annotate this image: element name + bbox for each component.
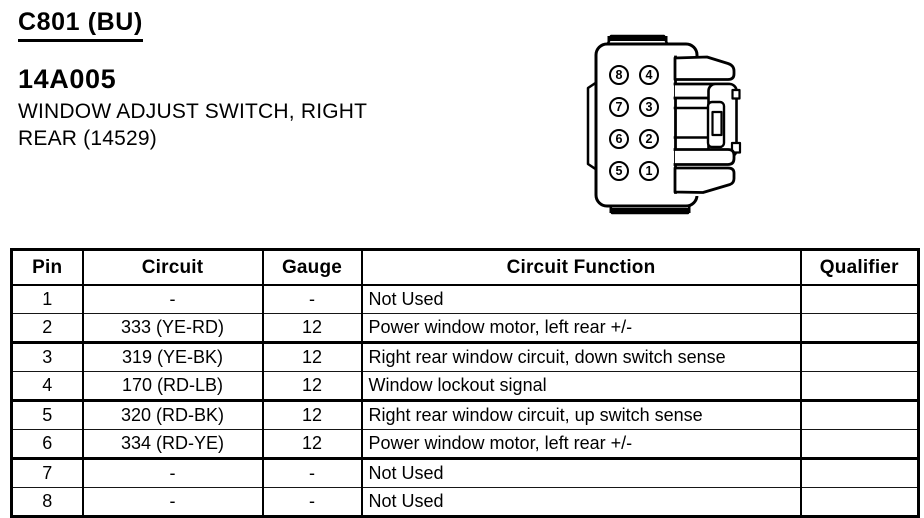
cell-circuit: 333 (YE-RD) bbox=[81, 313, 264, 344]
cell-pin: 8 bbox=[10, 487, 84, 517]
cell-qualifier bbox=[799, 487, 920, 517]
connector-id-title: C801 (BU) bbox=[18, 8, 143, 42]
cell-function: Not Used bbox=[360, 285, 802, 314]
pin-circle-6: 6 bbox=[609, 129, 629, 149]
cell-circuit: - bbox=[81, 487, 264, 517]
cell-gauge: 12 bbox=[261, 400, 363, 430]
latch-beam-inner bbox=[711, 110, 723, 137]
pin-label: 5 bbox=[615, 164, 623, 178]
cell-qualifier bbox=[799, 400, 920, 430]
cell-gauge: - bbox=[261, 285, 363, 314]
table-row-pin-3: 3 319 (YE-BK) 12 Right rear window circu… bbox=[10, 342, 920, 372]
cell-pin: 3 bbox=[10, 342, 84, 372]
cell-qualifier bbox=[799, 458, 920, 488]
pin-table: Pin Circuit Gauge Circuit Function Quali… bbox=[10, 248, 920, 518]
pin-label: 1 bbox=[645, 164, 653, 178]
cell-function: Power window motor, left rear +/- bbox=[360, 313, 802, 344]
cell-pin: 4 bbox=[10, 371, 84, 402]
cell-circuit: 319 (YE-BK) bbox=[81, 342, 264, 372]
pin-label: 8 bbox=[615, 68, 623, 82]
pin-table-body: 1 - - Not Used 2 333 (YE-RD) 12 Power wi… bbox=[10, 285, 920, 517]
pin-circle-4: 4 bbox=[639, 65, 659, 85]
pin-circle-3: 3 bbox=[639, 97, 659, 117]
cell-gauge: 12 bbox=[261, 429, 363, 460]
pin-table-header: Pin Circuit Gauge Circuit Function Quali… bbox=[10, 249, 920, 286]
pin-circle-7: 7 bbox=[609, 97, 629, 117]
col-header-circuit: Circuit bbox=[81, 249, 264, 286]
pin-circle-8: 8 bbox=[609, 65, 629, 85]
col-header-gauge: Gauge bbox=[261, 249, 363, 286]
connector-diagram: 8 4 7 3 6 2 5 1 bbox=[556, 16, 804, 224]
cell-qualifier bbox=[799, 313, 920, 344]
pin-label: 4 bbox=[645, 68, 653, 82]
pin-circle-1: 1 bbox=[639, 161, 659, 181]
terminal-slot bbox=[673, 106, 708, 139]
lower-lock-wing bbox=[673, 166, 736, 194]
cell-gauge: - bbox=[261, 487, 363, 517]
table-row-pin-2: 2 333 (YE-RD) 12 Power window motor, lef… bbox=[10, 313, 920, 344]
pin-label: 3 bbox=[645, 100, 653, 114]
table-row-pin-8: 8 - - Not Used bbox=[10, 487, 920, 517]
cell-qualifier bbox=[799, 429, 920, 460]
pin-circle-5: 5 bbox=[609, 161, 629, 181]
latch-notch-bottom bbox=[730, 141, 742, 154]
cell-gauge: - bbox=[261, 458, 363, 488]
cell-function: Right rear window circuit, up switch sen… bbox=[360, 400, 802, 430]
cell-pin: 2 bbox=[10, 313, 84, 344]
cell-qualifier bbox=[799, 371, 920, 402]
cell-circuit: - bbox=[81, 458, 264, 488]
cell-function: Window lockout signal bbox=[360, 371, 802, 402]
latch-notch-top bbox=[731, 88, 741, 100]
cell-function: Right rear window circuit, down switch s… bbox=[360, 342, 802, 372]
table-row-pin-5: 5 320 (RD-BK) 12 Right rear window circu… bbox=[10, 400, 920, 430]
connector-outline-drawing bbox=[586, 34, 742, 215]
pin-label: 6 bbox=[615, 132, 623, 146]
lower-lock-band bbox=[673, 148, 736, 166]
col-header-qualifier: Qualifier bbox=[799, 249, 920, 286]
cell-qualifier bbox=[799, 285, 920, 314]
part-number: 14A005 bbox=[18, 64, 117, 94]
cell-pin: 6 bbox=[10, 429, 84, 460]
cell-pin: 5 bbox=[10, 400, 84, 430]
cell-pin: 1 bbox=[10, 285, 84, 314]
cell-gauge: 12 bbox=[261, 313, 363, 344]
cell-gauge: 12 bbox=[261, 371, 363, 402]
table-row-pin-1: 1 - - Not Used bbox=[10, 285, 920, 314]
cell-function: Not Used bbox=[360, 487, 802, 517]
table-row-pin-4: 4 170 (RD-LB) 12 Window lockout signal bbox=[10, 371, 920, 402]
table-row-pin-7: 7 - - Not Used bbox=[10, 458, 920, 488]
header-row: Pin Circuit Gauge Circuit Function Quali… bbox=[10, 249, 920, 286]
doc-header: C801 (BU) 14A005 WINDOW ADJUST SWITCH, R… bbox=[18, 8, 367, 152]
col-header-function: Circuit Function bbox=[360, 249, 802, 286]
cell-circuit: 320 (RD-BK) bbox=[81, 400, 264, 430]
cell-gauge: 12 bbox=[261, 342, 363, 372]
pin-label: 2 bbox=[645, 132, 653, 146]
component-name: WINDOW ADJUST SWITCH, RIGHT REAR (14529) bbox=[18, 98, 367, 152]
table-row-pin-6: 6 334 (RD-YE) 12 Power window motor, lef… bbox=[10, 429, 920, 460]
cell-circuit: 170 (RD-LB) bbox=[81, 371, 264, 402]
upper-lock-wing bbox=[673, 55, 736, 81]
col-header-pin: Pin bbox=[10, 249, 84, 286]
pin-circle-2: 2 bbox=[639, 129, 659, 149]
cell-pin: 7 bbox=[10, 458, 84, 488]
cell-qualifier bbox=[799, 342, 920, 372]
component-name-line2: REAR (14529) bbox=[18, 127, 157, 150]
cell-circuit: - bbox=[81, 285, 264, 314]
pin-label: 7 bbox=[615, 100, 623, 114]
cell-circuit: 334 (RD-YE) bbox=[81, 429, 264, 460]
cell-function: Power window motor, left rear +/- bbox=[360, 429, 802, 460]
component-name-line1: WINDOW ADJUST SWITCH, RIGHT bbox=[18, 100, 368, 123]
cell-function: Not Used bbox=[360, 458, 802, 488]
